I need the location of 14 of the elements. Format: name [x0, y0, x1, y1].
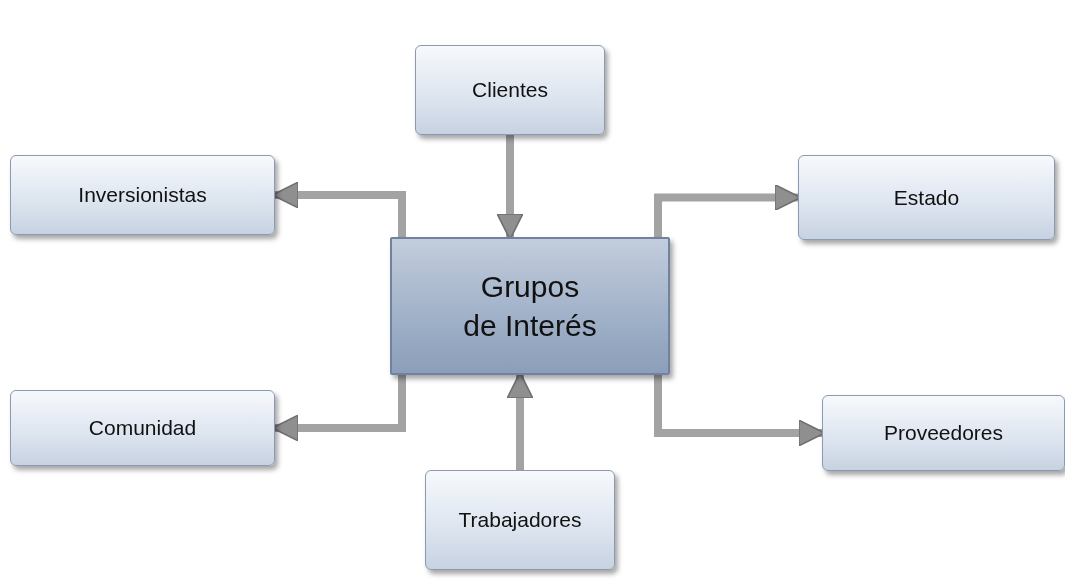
node-label: Proveedores: [883, 421, 1004, 445]
stakeholder-box: [798, 155, 1055, 240]
node-label: Comunidad: [88, 416, 197, 440]
stakeholder-box: [822, 395, 1065, 471]
stakeholder-box: [425, 470, 615, 570]
node-label: Clientes: [472, 78, 548, 102]
central-box: [390, 237, 670, 375]
stakeholder-box: [415, 45, 605, 135]
node-label: Trabajadores: [458, 508, 582, 532]
node-label: Grupos de Interés: [462, 269, 598, 344]
node-label: Estado: [893, 185, 960, 210]
stakeholder-box: [10, 390, 275, 466]
stakeholder-box: [10, 155, 275, 235]
node-label: Inversionistas: [78, 183, 207, 207]
